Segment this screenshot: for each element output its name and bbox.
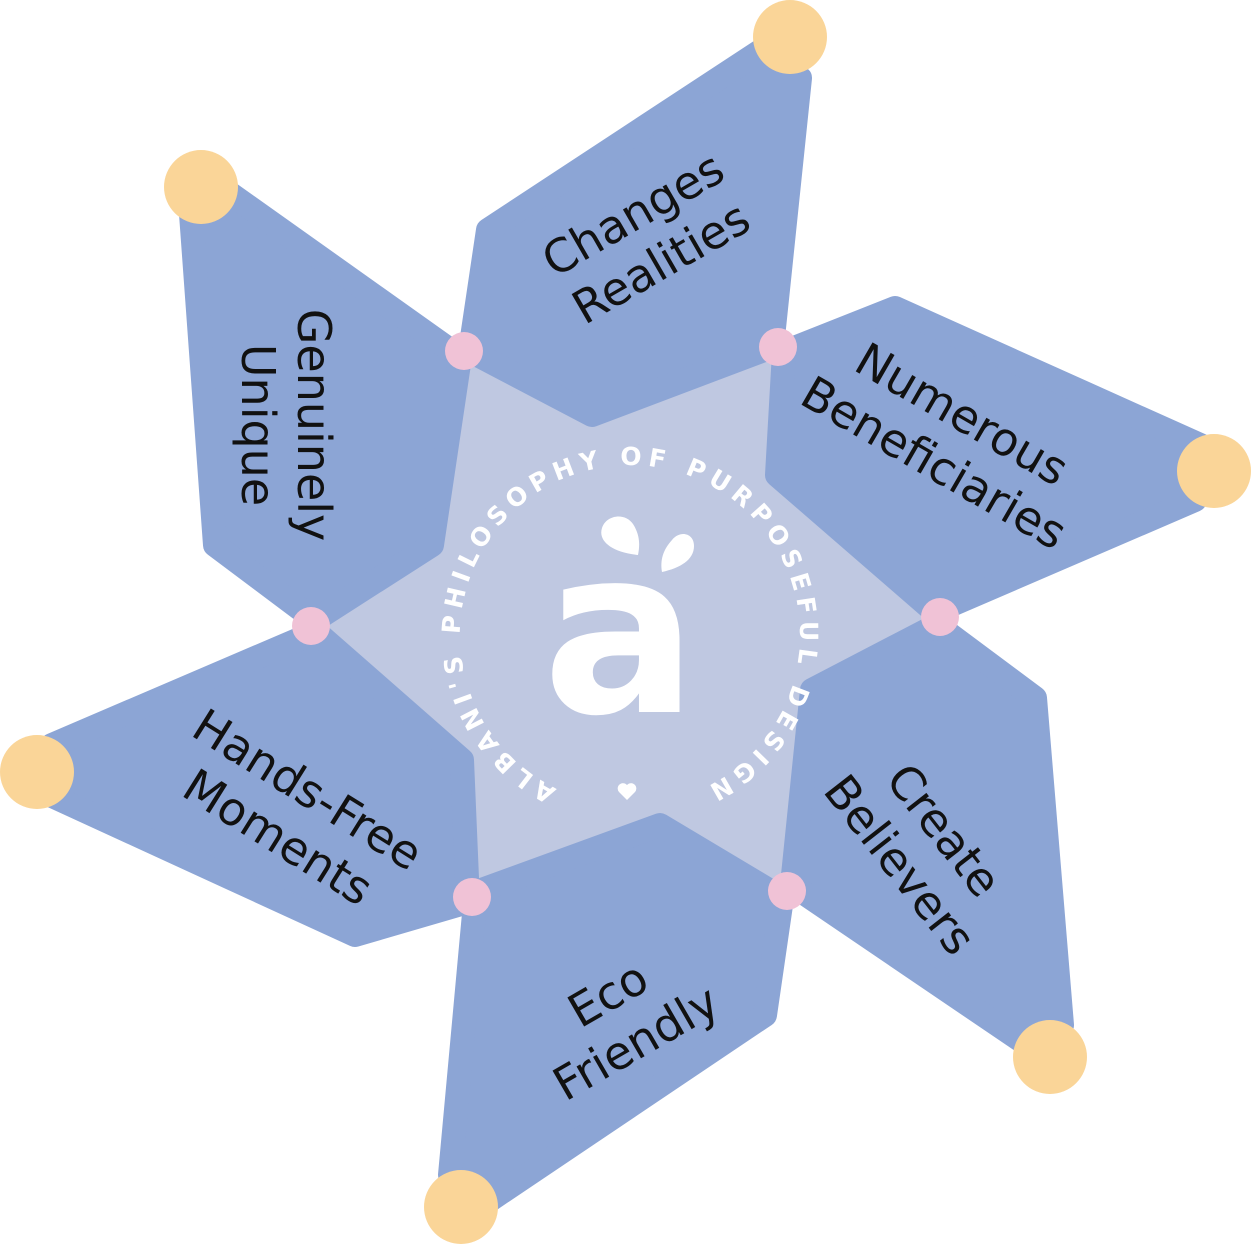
- tip-dot: [1177, 434, 1251, 508]
- joint-dots: [292, 328, 959, 916]
- heart-icon: [617, 783, 637, 800]
- petal-label-line2: Unique: [231, 344, 285, 506]
- tip-dot: [424, 1170, 498, 1244]
- petal-label-line1: Genuinely: [287, 309, 341, 542]
- tip-dot: [753, 0, 827, 74]
- joint-dot: [768, 872, 806, 910]
- tip-dot: [0, 735, 74, 809]
- joint-dot: [921, 598, 959, 636]
- tip-dot: [164, 150, 238, 224]
- logo-drop-left: [601, 516, 640, 555]
- petal-changes-realities: [458, 36, 812, 427]
- tip-dot: [1013, 1020, 1087, 1094]
- joint-dot: [445, 332, 483, 370]
- joint-dot: [453, 878, 491, 916]
- logo-drop-right: [661, 534, 694, 572]
- joint-dot: [292, 607, 330, 645]
- joint-dot: [759, 328, 797, 366]
